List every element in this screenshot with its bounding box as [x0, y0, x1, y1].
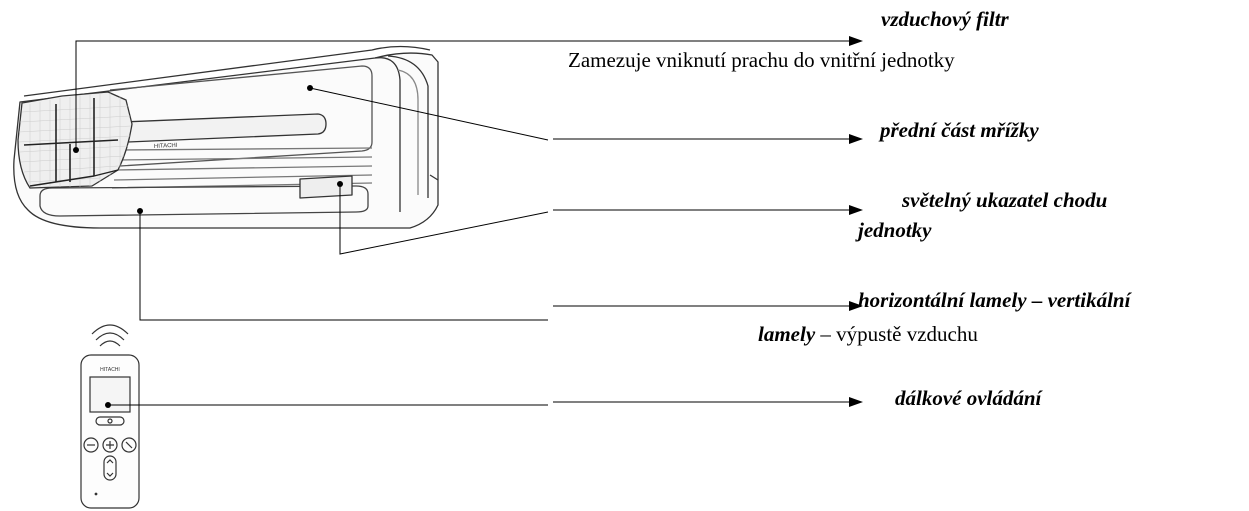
label-louvers-rest: – výpustě vzduchu: [815, 322, 978, 346]
label-front-grille: přední část mřížky: [880, 118, 1039, 142]
indoor-unit-illustration: [13, 45, 439, 229]
label-remote: dálkové ovládání: [895, 386, 1042, 410]
label-louvers-line1: horizontální lamely – vertikální: [858, 288, 1131, 312]
arrowhead-remote: [849, 397, 863, 407]
dot-air-filter: [73, 147, 79, 153]
label-louvers-line2: lamely – výpustě vzduchu: [758, 321, 978, 347]
leader-louvers: [139, 211, 548, 321]
leader-air-filter: [75, 40, 850, 150]
leader-front-grille: [309, 87, 549, 141]
leader-indicator: [339, 184, 549, 255]
remote-control-illustration: [80, 324, 140, 509]
arrowhead-louvers: [849, 301, 863, 311]
label-air-filter-description: Zamezuje vniknutí prachu do vnitřní jedn…: [568, 48, 955, 72]
label-louvers-bold: lamely: [758, 322, 816, 346]
label-indicator-line1: světelný ukazatel chodu: [902, 188, 1108, 212]
dot-louvers: [137, 208, 143, 214]
arrowhead-air-filter: [849, 36, 863, 46]
remote-brand-text: HITACHI: [100, 367, 120, 373]
unit-brand-text: HITACHI: [154, 143, 178, 150]
dot-indicator: [337, 181, 343, 187]
dot-front-grille: [307, 85, 313, 91]
label-indicator-line2: jednotky: [858, 218, 932, 242]
dot-remote: [105, 402, 111, 408]
arrowhead-indicator: [849, 205, 863, 215]
label-air-filter-title: vzduchový filtr: [881, 7, 1009, 31]
arrowhead-front-grille: [849, 134, 863, 144]
